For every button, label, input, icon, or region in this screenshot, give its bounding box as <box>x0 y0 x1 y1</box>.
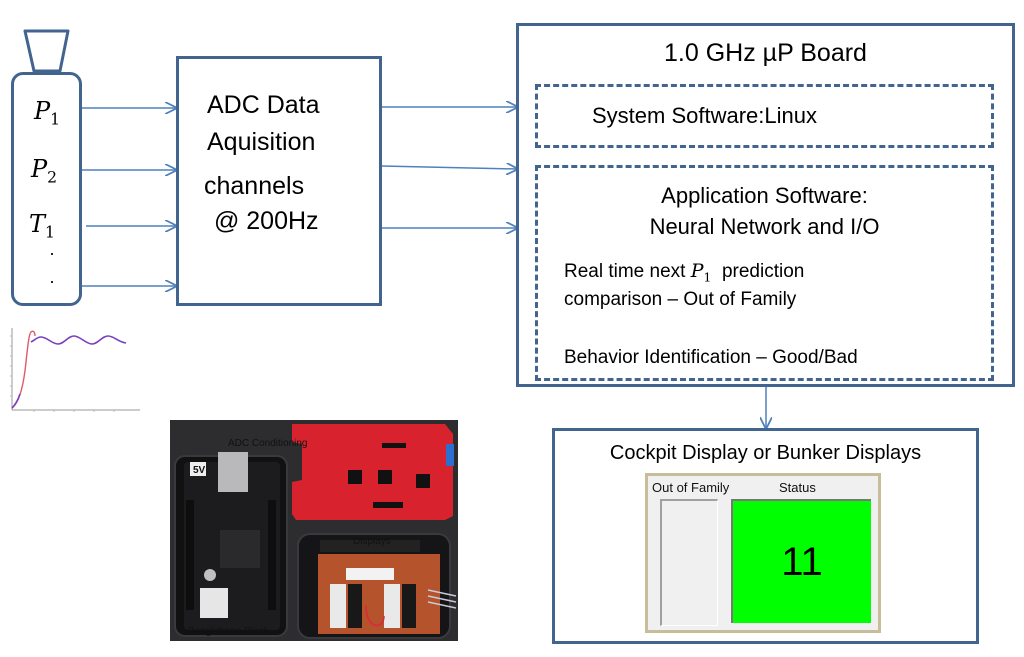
application-title-line2: Neural Network and I/O <box>649 214 880 239</box>
board-title: 1.0 GHz µP Board <box>664 39 867 67</box>
system-software-label: System Software:Linux <box>592 103 817 128</box>
adc-line-4: @ 200Hz <box>207 207 319 235</box>
ellipsis-dot: · <box>49 271 55 291</box>
comparison-line: comparison – Out of Family <box>564 289 797 310</box>
led-bar-left-1 <box>330 584 346 628</box>
signal-p1: P1 <box>34 97 61 129</box>
out-of-family-indicator <box>660 499 718 626</box>
microprocessor-board: 1.0 GHz µP Board <box>516 23 1015 387</box>
plot-trace-red <box>11 330 36 409</box>
signal-t1: T1 <box>29 210 55 242</box>
photo-label-displays: Displays <box>353 536 391 547</box>
led-bar-left-2 <box>384 584 400 628</box>
out-of-family-label: Out of Family <box>652 480 730 495</box>
application-software-block: Application Software: Neural Network and… <box>535 165 994 381</box>
svg-text:5V: 5V <box>193 465 206 476</box>
plot-trace-purple <box>11 335 127 409</box>
arrow-adc-to-board-2 <box>381 166 517 169</box>
display-title: Cockpit Display or Bunker Displays <box>609 442 922 464</box>
adc-shield-board <box>292 424 453 520</box>
sensor-response-plot <box>10 328 140 412</box>
adc-line-2: Aquisition <box>207 128 316 156</box>
signal-p2: P2 <box>31 155 58 187</box>
led-bar-top <box>346 568 394 580</box>
behavior-line: Behavior Identification – Good/Bad <box>564 347 858 368</box>
power-badge <box>190 462 206 476</box>
display-panel: Out of Family Status 11 <box>645 473 881 633</box>
prediction-line: Real time next P1 prediction <box>564 260 805 285</box>
status-label: Status <box>779 480 816 495</box>
photo-label-adc-conditioning: ADC Conditioning <box>228 438 308 449</box>
adc-line-3: channels <box>204 172 305 200</box>
application-title-line1: Application Software: <box>661 183 868 208</box>
adc-block: ADC Data Aquisition channels @ 200Hz <box>176 56 382 306</box>
hardware-photo-illustration: 5V <box>170 420 458 641</box>
status-indicator: 11 <box>731 499 871 623</box>
status-value: 11 <box>781 539 823 584</box>
sensor-body: P1 P2 T1 · · <box>11 72 82 306</box>
plot-ticks <box>10 335 115 412</box>
hardware-photo: 5V ADC Conditioning Displays Beaglebone … <box>170 420 458 641</box>
photo-label-beaglebone: Beaglebone Black <box>188 626 269 637</box>
ellipsis-dot: · <box>49 243 55 263</box>
system-software-block: System Software:Linux <box>535 84 994 148</box>
usb-port <box>200 588 228 618</box>
ethernet-port <box>218 452 248 492</box>
adc-line-1: ADC Data <box>207 91 320 119</box>
sensor-cap-icon <box>23 29 70 73</box>
